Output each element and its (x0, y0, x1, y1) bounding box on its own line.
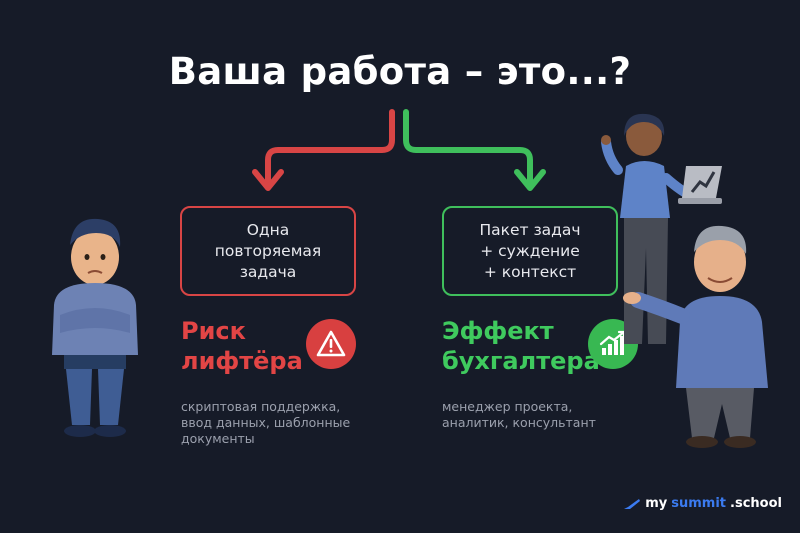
logo-text-my: my (645, 496, 668, 511)
green-arrow-head (514, 169, 546, 191)
desc-line: скриптовая поддержка, (181, 399, 341, 414)
task-bundle-box: Пакет задач + суждение + контекст (442, 206, 618, 296)
pen-icon (624, 498, 641, 509)
worried-man-illustration (52, 218, 138, 437)
warning-icon (306, 319, 356, 369)
single-task-box: Одна повторяемая задача (180, 206, 356, 296)
box-line: + контекст (483, 262, 577, 281)
logo-text-summit: summit (671, 496, 727, 511)
presenting-man-illustration (623, 225, 768, 448)
desc-line: ввод данных, шаблонные (181, 415, 351, 430)
outcome-line: лифтёра (181, 347, 303, 375)
green-arrow-line (403, 109, 533, 188)
accountant-effect-heading: Эффект бухгалтера (442, 316, 600, 376)
box-line: Одна (246, 220, 290, 239)
lifter-risk-heading: Риск лифтёра (181, 316, 303, 376)
slide-title: Ваша работа – это...? (168, 50, 632, 93)
box-line: задача (239, 262, 297, 281)
accountant-examples: менеджер проекта, аналитик, консультант (442, 399, 596, 431)
desc-line: менеджер проекта, (442, 399, 573, 414)
outcome-line: Эффект (442, 317, 554, 345)
lifter-examples: скриптовая поддержка, ввод данных, шабло… (181, 399, 350, 447)
logo-text-school: .school (730, 496, 782, 511)
box-line: + суждение (480, 241, 580, 260)
desc-line: документы (181, 431, 255, 446)
box-line: повторяемая (214, 241, 322, 260)
red-arrow-head (252, 169, 284, 191)
outcome-line: бухгалтера (442, 347, 600, 375)
outcome-line: Риск (181, 317, 246, 345)
box-line: Пакет задач (479, 220, 581, 239)
desc-line: аналитик, консультант (442, 415, 596, 430)
red-arrow-line (265, 109, 395, 188)
